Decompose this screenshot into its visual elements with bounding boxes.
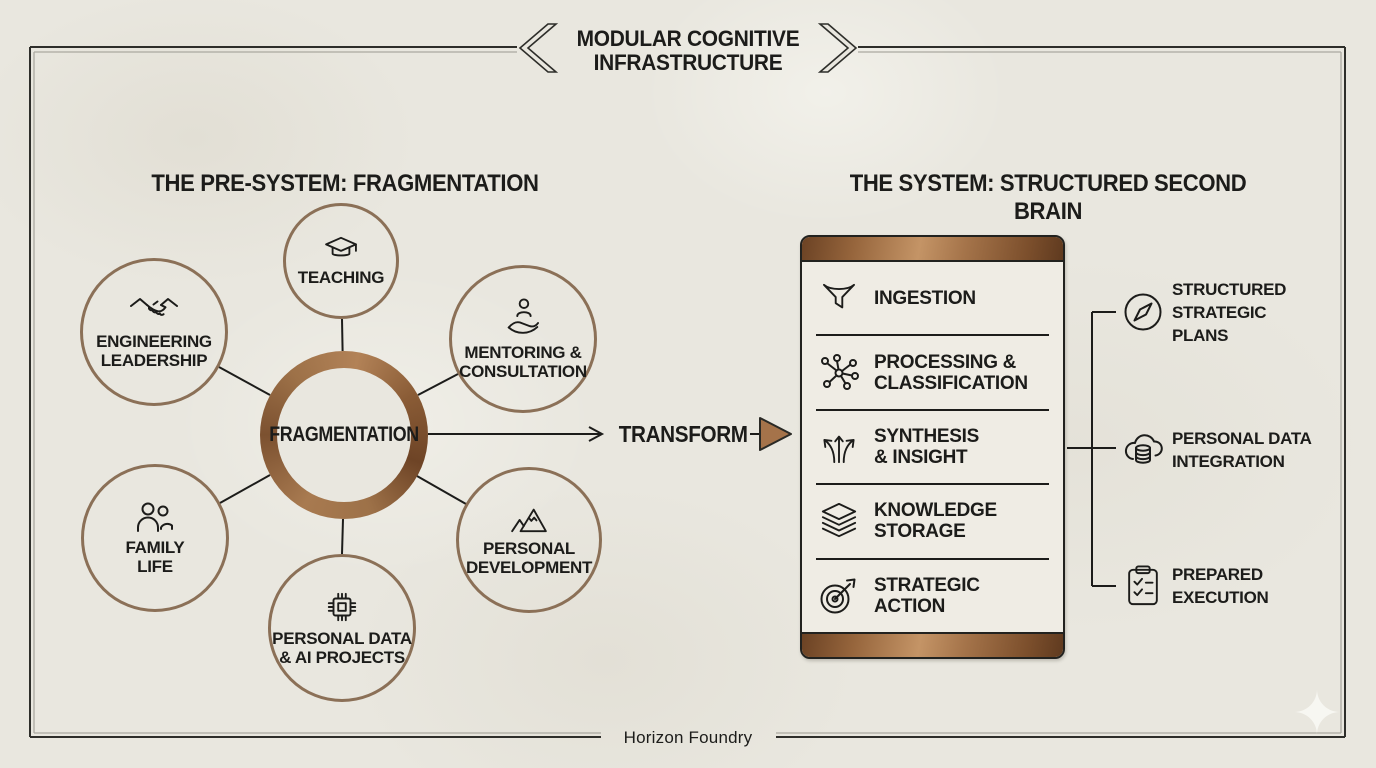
stage-label: PROCESSING & CLASSIFICATION [874,351,1028,394]
mountain-icon [511,508,547,532]
output-personal-data-integration: PERSONAL DATA INTEGRATION [1172,429,1312,471]
target-arrow-icon [820,578,856,614]
page-title: MODULAR COGNITIVE INFRASTRUCTURE [576,26,800,75]
satellite-personal-data-ai: PERSONAL DATA & AI PROJECTS [268,554,416,702]
left-section-title: THE PRE-SYSTEM: FRAGMENTATION [151,170,539,197]
fragmentation-hub: FRAGMENTATION [260,351,428,519]
hand-holding-person-icon [507,297,539,334]
stacked-layers-icon [821,503,857,538]
copper-header-bar [802,237,1063,262]
satellite-label: PERSONAL DEVELOPMENT [465,538,593,577]
transform-label: TRANSFORM [618,421,748,447]
satellite-mentoring-consultation: MENTORING & CONSULTATION [449,265,597,413]
clipboard-checklist-icon [1128,565,1158,606]
funnel-icon [822,284,855,309]
family-people-icon [137,502,173,532]
stage-synthesis-insight: SYNTHESIS & INSIGHT [816,411,1049,486]
footer-brand: Horizon Foundry [623,728,753,747]
network-nodes-icon [821,353,859,390]
satellite-label: PERSONAL DATA & AI PROJECTS [272,628,412,667]
stage-label: INGESTION [874,287,976,309]
transform-arrow-line [428,426,605,442]
output-structured-strategic-plans: STRUCTURED STRATEGIC PLANS [1172,280,1287,345]
stage-strategic-action: STRATEGIC ACTION [816,560,1049,632]
sparkle-icon [1294,689,1340,735]
handshake-icon [130,297,178,316]
output-prepared-execution: PREPARED EXECUTION [1172,565,1269,607]
fragmentation-hub-inner: FRAGMENTATION [269,368,419,502]
compass-icon [1124,293,1162,331]
satellite-personal-development: PERSONAL DEVELOPMENT [456,467,602,613]
satellite-family-life: FAMILY LIFE [81,464,229,612]
fragmentation-label: FRAGMENTATION [269,423,419,446]
satellite-engineering-leadership: ENGINEERING LEADERSHIP [80,258,228,406]
stage-label: KNOWLEDGE STORAGE [874,500,997,543]
satellite-label: MENTORING & CONSULTATION [459,342,587,381]
cloud-database-icon [1124,434,1163,464]
branching-arrows-icon [823,435,855,464]
copper-arrow-icon [750,417,792,451]
microchip-icon [327,592,357,621]
copper-footer-bar [802,632,1063,657]
satellite-teaching: TEACHING [283,203,399,319]
stage-processing-classification: PROCESSING & CLASSIFICATION [816,336,1049,411]
satellite-label: ENGINEERING LEADERSHIP [96,331,212,370]
satellite-label: TEACHING [297,268,385,287]
second-brain-box: INGESTION PROCESSING & CLASSIFICATION [800,235,1065,659]
stage-ingestion: INGESTION [816,262,1049,337]
satellite-label: FAMILY LIFE [125,537,185,576]
stage-knowledge-storage: KNOWLEDGE STORAGE [816,485,1049,560]
pipeline-stages: INGESTION PROCESSING & CLASSIFICATION [802,262,1063,632]
stage-label: STRATEGIC ACTION [874,574,980,617]
right-section-title: THE SYSTEM: STRUCTURED SECOND BRAIN [849,170,1247,225]
stage-label: SYNTHESIS & INSIGHT [874,426,979,469]
graduation-cap-icon [325,236,357,257]
